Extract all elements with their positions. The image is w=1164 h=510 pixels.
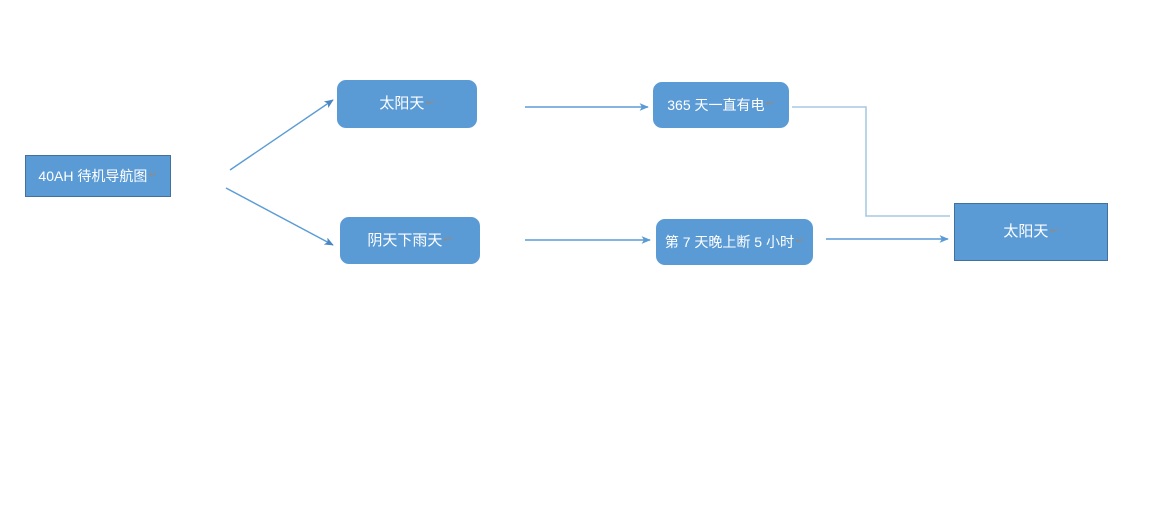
node-sunny-label: 太阳天 bbox=[379, 95, 425, 112]
connector-power365-to-result bbox=[792, 106, 950, 217]
node-outage-label: 第 7 天晚上断 5 小时 bbox=[664, 233, 794, 250]
connector-start-to-sunny bbox=[229, 99, 334, 171]
node-power365[interactable]: 365 天一直有电↵ bbox=[653, 82, 789, 128]
paragraph-mark-icon: ↵ bbox=[1049, 225, 1059, 238]
node-sunny[interactable]: 太阳天↵ bbox=[337, 80, 477, 128]
paragraph-mark-icon: ↵ bbox=[794, 235, 805, 248]
paragraph-mark-icon: ↵ bbox=[425, 97, 435, 110]
node-result-label: 太阳天 bbox=[1003, 223, 1049, 240]
connector-start-to-rainy bbox=[225, 187, 334, 246]
node-result[interactable]: 太阳天↵ bbox=[954, 203, 1108, 261]
paragraph-mark-icon: ↵ bbox=[443, 233, 453, 246]
node-start-label: 40AH 待机导航图 bbox=[38, 167, 148, 184]
node-rainy[interactable]: 阴天下雨天↵ bbox=[340, 217, 480, 264]
node-rainy-label: 阴天下雨天 bbox=[367, 231, 443, 249]
paragraph-mark-icon: ↵ bbox=[765, 98, 775, 111]
paragraph-mark-icon: ↵ bbox=[148, 169, 158, 182]
node-outage[interactable]: 第 7 天晚上断 5 小时↵ bbox=[656, 219, 813, 265]
node-start[interactable]: 40AH 待机导航图↵ bbox=[25, 155, 171, 197]
node-power365-label: 365 天一直有电 bbox=[667, 96, 765, 113]
